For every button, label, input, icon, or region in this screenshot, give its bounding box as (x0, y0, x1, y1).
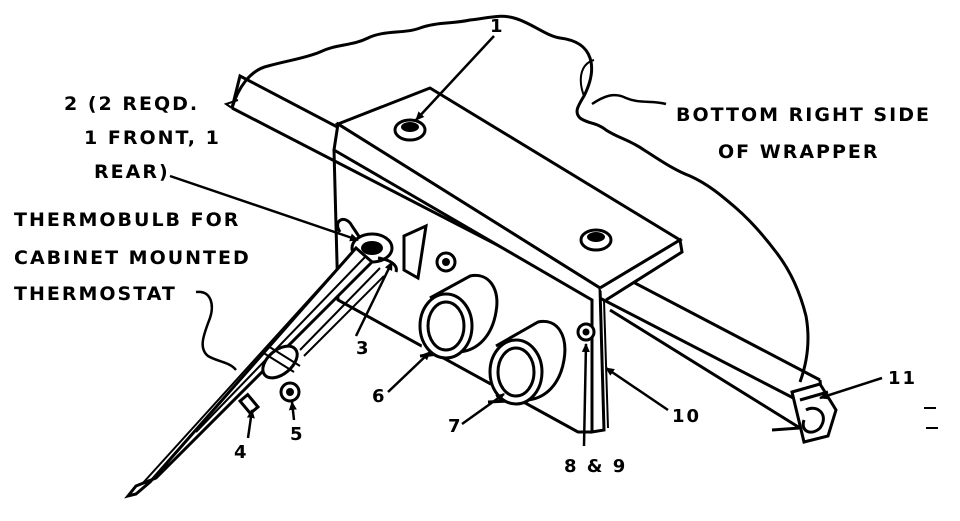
thermobulb (124, 245, 385, 499)
clip-tab (402, 223, 428, 281)
callout-7: 7 (448, 416, 463, 437)
screw-front-small-2 (576, 322, 596, 342)
wrapper-inner-tear (579, 59, 595, 97)
capillary-tube (299, 267, 381, 351)
clamp-tab-4 (237, 392, 261, 416)
clamp-5 (261, 344, 301, 403)
leader-5 (288, 401, 297, 421)
callout-1: 1 (490, 16, 505, 37)
leader-3 (354, 261, 394, 337)
clip-2 (336, 217, 362, 239)
callout-3: 3 (356, 338, 371, 359)
screw-top-2 (579, 228, 613, 252)
clip-label-line-2: 1 FRONT, 1 (84, 127, 221, 149)
thermobulb-label-line-3: THERMOSTAT (14, 283, 177, 305)
callout-10: 10 (672, 406, 701, 427)
clip-label-line-3: REAR) (94, 161, 170, 183)
callout-6: 6 (372, 386, 387, 407)
wrapper-label-line-2: OF WRAPPER (718, 141, 880, 163)
callout-4: 4 (234, 442, 249, 463)
wrapper-rail-bottom-edge (609, 308, 801, 430)
thermobulb-label-leader (195, 290, 237, 371)
wrapper-label-leader (591, 93, 667, 106)
callout-11: 11 (888, 368, 917, 389)
wrapper-label-line-1: BOTTOM RIGHT SIDE (676, 104, 931, 126)
thermobulb-label-line-2: CABINET MOUNTED (14, 247, 251, 269)
leader-4 (246, 409, 255, 439)
callout-8-9: 8 & 9 (564, 456, 627, 477)
bracket-edge-thickness (603, 299, 609, 429)
leader-2 (169, 174, 359, 242)
bracket-side-flange (599, 237, 684, 302)
leader-6 (387, 351, 431, 393)
callout-5: 5 (290, 424, 305, 445)
end-cap-11 (790, 382, 838, 444)
clip-label-line-1: 2 (2 REQD. (64, 93, 199, 115)
screw-top-1 (393, 118, 427, 142)
leader-1 (415, 35, 495, 121)
leader-7 (461, 392, 505, 426)
leader-89 (581, 343, 590, 447)
clip-wire (377, 256, 398, 273)
screw-front-small-1 (435, 251, 457, 273)
leader-11 (819, 376, 883, 400)
wrapper-torn-edge (230, 14, 810, 383)
thermobulb-label-line-1: THERMOBULB FOR (14, 209, 240, 231)
knob-6 (418, 273, 499, 360)
leader-10 (605, 366, 669, 412)
knob-7 (487, 319, 567, 406)
